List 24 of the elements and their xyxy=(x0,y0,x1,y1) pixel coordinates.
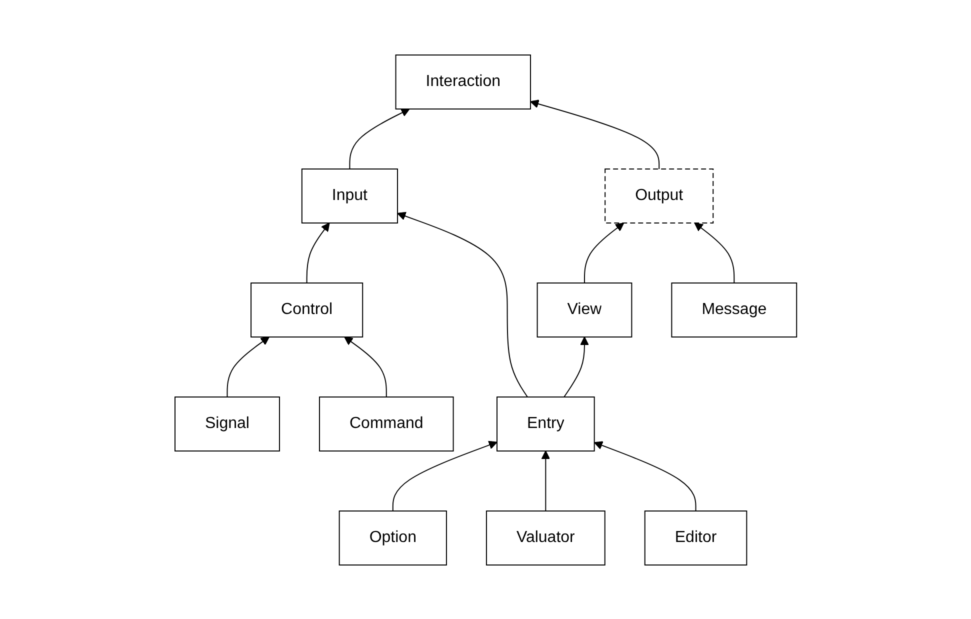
arrow xyxy=(348,108,410,169)
arrow xyxy=(584,222,624,283)
node-box: Option xyxy=(338,510,447,565)
node-box: Input xyxy=(301,168,398,223)
arrow xyxy=(563,336,589,397)
node-box: Command xyxy=(318,396,454,451)
arrow xyxy=(226,336,270,397)
node-box: Interaction xyxy=(394,54,531,109)
arrow xyxy=(306,222,330,283)
arrow xyxy=(540,450,550,511)
arrow xyxy=(694,222,734,283)
arrow xyxy=(392,440,498,511)
node-box: Entry xyxy=(496,396,595,451)
node-box: Valuator xyxy=(486,510,606,565)
node-box: Editor xyxy=(644,510,747,565)
arrow xyxy=(396,211,528,397)
node-box: Output xyxy=(604,168,714,223)
arrow xyxy=(344,336,387,397)
node-box: Signal xyxy=(174,396,280,451)
node-box: Control xyxy=(250,282,363,337)
arrow xyxy=(530,99,660,169)
arrow xyxy=(594,440,696,511)
node-box: View xyxy=(536,282,632,337)
node-box: Message xyxy=(670,282,797,337)
